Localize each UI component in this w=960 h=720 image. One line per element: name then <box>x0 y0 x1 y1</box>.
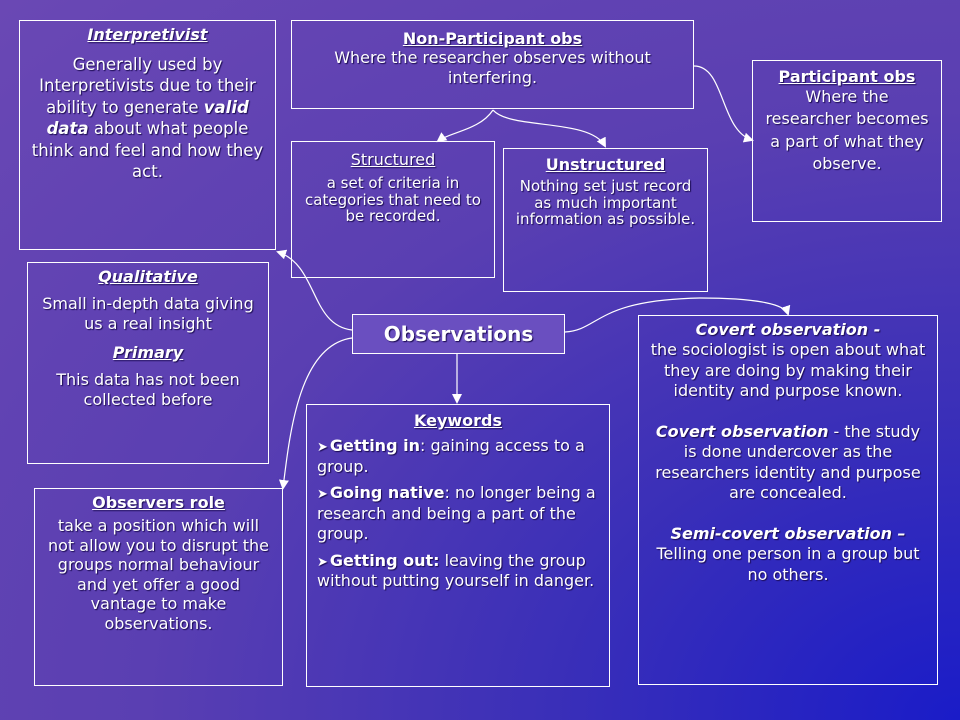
interpretivist-text-a: Generally used by Interpretivists due to… <box>39 55 256 117</box>
interpretivist-text-b: about what people think and feel and how… <box>31 119 264 182</box>
covert-p3-title: Semi-covert observation – <box>670 523 906 543</box>
unstructured-box: Unstructured Nothing set just record as … <box>503 148 708 292</box>
qualitative-box: Qualitative Small in-depth data giving u… <box>27 262 269 464</box>
keyword-definition: : no longer being a research and being a… <box>317 483 596 544</box>
arrow-nonparticipant-participant <box>693 65 754 143</box>
arrow-nonparticipant-structured <box>436 109 494 143</box>
keyword-term: Getting in <box>329 436 420 455</box>
interpretivist-text: Generally used by Interpretivists due to… <box>26 54 269 183</box>
arrow-observations-observersrole <box>278 337 353 490</box>
keywords-title: Keywords <box>413 411 503 430</box>
unstructured-title: Unstructured <box>545 155 666 174</box>
covert-p2-title: Covert observation <box>655 421 829 441</box>
structured-text: a set of criteria in categories that nee… <box>305 174 481 225</box>
keyword-definition: leaving the group without putting yourse… <box>317 550 595 591</box>
covert-p2-text: - the study is done undercover as the re… <box>655 421 921 503</box>
arrow-observations-covert <box>564 297 791 333</box>
non-participant-box: Non-Participant obs Where the researcher… <box>291 20 694 109</box>
bullet-arrow-icon: ➤ <box>317 440 328 455</box>
keyword-definition: : gaining access to a group. <box>317 436 585 476</box>
primary-text: This data has not been collected before <box>56 369 240 410</box>
keyword-term: Getting out: <box>329 550 440 570</box>
keywords-box: Keywords ➤Getting in: gaining access to … <box>306 404 610 687</box>
covert-p1-title: Covert observation - <box>695 320 881 339</box>
covert-p2: Covert observation - the study is done u… <box>649 422 927 504</box>
observers-role-box: Observers role take a position which wil… <box>34 488 283 686</box>
interpretivist-box: Interpretivist Generally used by Interpr… <box>19 20 276 250</box>
interpretivist-emphasis: valid data <box>46 97 249 139</box>
keyword-item: ➤Getting in: gaining access to a group. <box>317 436 599 477</box>
unstructured-text: Nothing set just record as much importan… <box>515 177 696 228</box>
structured-box: Structured a set of criteria in categori… <box>291 141 495 278</box>
covert-box: Covert observation - the sociologist is … <box>638 315 938 685</box>
non-participant-title: Non-Participant obs <box>402 29 583 48</box>
keyword-term: Going native <box>329 483 445 503</box>
qualitative-title: Qualitative <box>98 267 198 286</box>
bullet-arrow-icon: ➤ <box>317 554 328 570</box>
observations-box: Observations <box>352 314 565 354</box>
arrow-nonparticipant-unstructured <box>492 109 606 148</box>
bullet-arrow-icon: ➤ <box>317 487 328 503</box>
keyword-item: ➤Getting out: leaving the group without … <box>317 551 599 592</box>
observations-label: Observations <box>383 322 534 346</box>
keyword-item: ➤Going native: no longer being a researc… <box>317 483 599 545</box>
qualitative-text: Small in-depth data giving us a real ins… <box>42 294 254 334</box>
primary-title: Primary <box>112 342 184 362</box>
structured-title: Structured <box>350 150 436 169</box>
participant-text: Where the researcher becomes a part of w… <box>765 87 929 174</box>
interpretivist-title: Interpretivist <box>87 25 208 44</box>
arrow-observations-interpretivist <box>276 249 353 331</box>
covert-p1-text: the sociologist is open about what they … <box>650 340 926 401</box>
participant-title: Participant obs <box>778 67 916 86</box>
covert-p3-text: Telling one person in a group but no oth… <box>656 544 920 584</box>
covert-p1: Covert observation - the sociologist is … <box>649 320 927 402</box>
covert-p3: Semi-covert observation – Telling one pe… <box>649 524 927 585</box>
observers-role-text: take a position which will not allow you… <box>47 516 269 633</box>
non-participant-text: Where the researcher observes without in… <box>334 48 651 88</box>
observers-role-title: Observers role <box>92 493 225 512</box>
participant-box: Participant obs Where the researcher bec… <box>752 60 942 222</box>
